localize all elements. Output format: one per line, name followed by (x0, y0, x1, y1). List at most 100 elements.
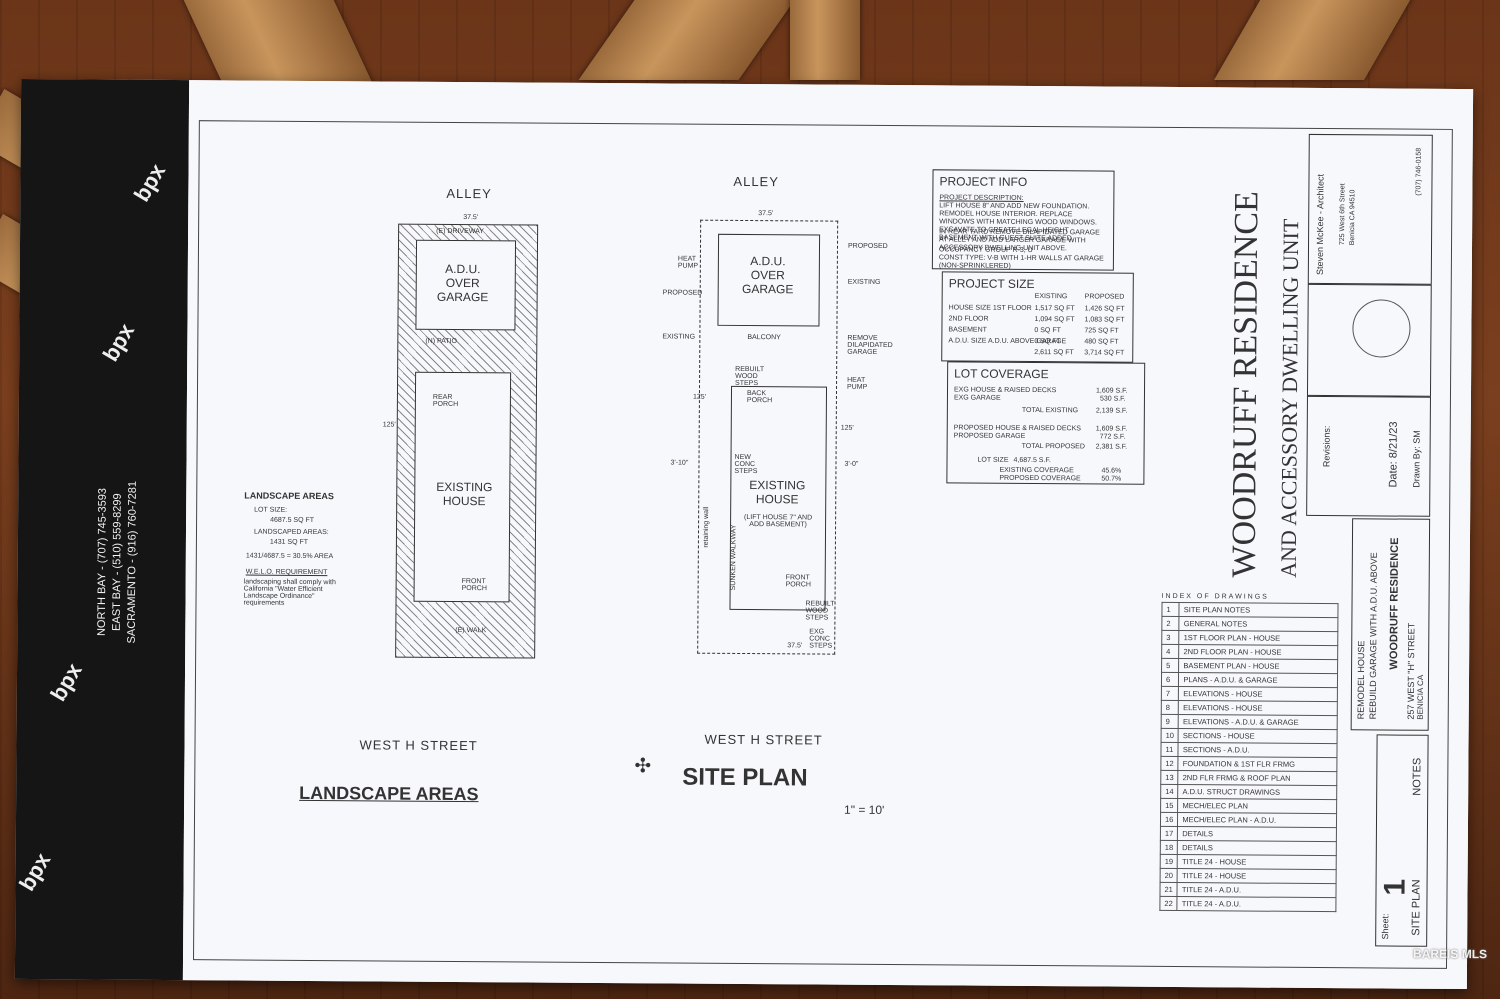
adu-label: A.D.U. OVER GARAGE (741, 254, 794, 297)
contact-sacramento: SACRAMENTO - (916) 760-7281 (125, 480, 139, 644)
driveway-label: (E) DRIVEWAY (436, 227, 484, 236)
index-title: TITLE 24 - A.D.U. (1177, 882, 1337, 898)
lot-coverage-box: LOT COVERAGE EXG HOUSE & RAISED DECKS 1,… (946, 361, 1146, 485)
remove-garage-label: REMOVE DILAPIDATED GARAGE (847, 334, 893, 356)
heat-pump-label: HEAT PUMP (847, 376, 868, 391)
retaining-wall-label: retaining wall (702, 506, 711, 548)
weld-title: W.E.L.O. REQUIREMENT (245, 568, 328, 577)
project-size-existing: 1,517 SQ FT (1034, 305, 1075, 313)
existing-label: EXISTING (847, 278, 881, 286)
proposed-label: PROPOSED (847, 242, 888, 250)
architect-seal-icon (1352, 299, 1411, 358)
index-number: 18 (1160, 840, 1178, 855)
index-number: 15 (1160, 798, 1179, 813)
project-description-label: PROJECT DESCRIPTION: (939, 194, 1024, 202)
project-size-proposed: 725 SQ FT (1084, 327, 1119, 335)
index-number: 7 (1161, 686, 1179, 701)
index-title: DETAILS (1177, 840, 1337, 856)
setback-right: 3'-0" (844, 460, 859, 468)
architect-city: Benicia CA 94510 (1349, 189, 1357, 246)
index-number: 14 (1160, 784, 1179, 799)
project-size-existing: 0 SQ FT (1034, 327, 1061, 335)
sheet-title-2: NOTES (1411, 757, 1424, 796)
project-size-box: PROJECT SIZE EXISTING PROPOSED HOUSE SIZ… (941, 271, 1134, 363)
index-number: 6 (1161, 672, 1179, 687)
scale-label: 1" = 10' (844, 802, 885, 817)
desc-line-1: REMODEL HOUSE (1355, 640, 1367, 720)
index-number: 16 (1160, 812, 1178, 827)
index-title: SECTIONS - A.D.U. (1178, 742, 1338, 758)
alley-label: ALLEY (446, 185, 492, 202)
project-size-existing: 2,611 SQ FT (1034, 349, 1074, 357)
drawn-by-label: Drawn By: SM (1411, 430, 1422, 488)
existing-coverage-value: 45.6% (1101, 467, 1122, 475)
project-title: WOODRUFF RESIDENCE (1225, 191, 1266, 578)
index-title: A.D.U. STRUCT DRAWINGS (1178, 784, 1338, 800)
street-label: WEST H STREET (704, 731, 823, 748)
depth-label: 125' (382, 421, 396, 429)
index-number: 1 (1161, 602, 1180, 617)
index-title: TITLE 24 - HOUSE (1177, 854, 1337, 870)
prop-house-value: 1,609 S.F. (1095, 425, 1128, 433)
rebuilt-steps-label: REBUILT WOOD STEPS (735, 365, 765, 388)
sheet-number: 1 (1378, 878, 1412, 896)
index-title: INDEX OF DRAWINGS (1161, 592, 1269, 601)
prop-garage-value: 772 S.F. (1099, 433, 1126, 441)
index-title: BASEMENT PLAN - HOUSE (1178, 658, 1338, 674)
project-size-proposed: 480 SQ FT (1084, 338, 1119, 346)
mls-watermark: BAREIS MLS (1413, 946, 1488, 962)
alley-label: ALLEY (733, 173, 779, 190)
proposed-label: PROPOSED (662, 289, 703, 297)
occupancy: OCCUPANCY GROUP R-3, U (938, 246, 1033, 255)
index-title: TITLE 24 - HOUSE (1177, 868, 1337, 884)
index-title: SECTIONS - HOUSE (1178, 728, 1338, 744)
index-number: 17 (1160, 826, 1178, 841)
index-number: 10 (1161, 728, 1179, 743)
lot-size-value: 4687.5 SQ FT (270, 516, 315, 524)
index-number: 9 (1161, 714, 1179, 729)
house-label: EXISTING HOUSE (749, 478, 806, 507)
depth-label: 125' (840, 424, 854, 432)
street-label: WEST H STREET (359, 737, 478, 754)
lot-width: 37.5' (758, 210, 774, 218)
index-number: 11 (1160, 742, 1179, 757)
ratio-value: 1431/4687.5 = 30.5% AREA (245, 552, 334, 561)
total-existing-label: TOTAL EXISTING (1021, 406, 1079, 415)
landscaped-value: 1431 SQ FT (269, 538, 309, 546)
exg-house-label: EXG HOUSE & RAISED DECKS (953, 386, 1057, 395)
house-label: EXISTING HOUSE (436, 479, 493, 509)
printer-logo: bpx (97, 319, 140, 366)
index-title: ELEVATIONS - HOUSE (1178, 686, 1338, 702)
index-title: PLANS - A.D.U. & GARAGE (1178, 672, 1338, 688)
front-porch-label: FRONT PORCH (785, 574, 811, 589)
index-number: 4 (1161, 644, 1180, 659)
total-proposed-value: 2,381 S.F. (1095, 443, 1128, 451)
architect-phone: (707) 746-0158 (1415, 147, 1423, 196)
setback-left: 3'-10" (670, 459, 689, 467)
prop-house-label: PROPOSED HOUSE & RAISED DECKS (953, 424, 1081, 433)
project-info-title: PROJECT INFO (939, 174, 1028, 189)
printer-logo: bpx (45, 658, 87, 706)
index-number: 20 (1160, 868, 1178, 883)
lot-coverage-title: LOT COVERAGE (954, 366, 1049, 382)
lot-size-label: LOT SIZE (977, 456, 1009, 464)
balcony-label: BALCONY (747, 334, 781, 342)
index-title: 2ND FLR FRMG & ROOF PLAN (1178, 770, 1338, 786)
exg-garage-value: 530 S.F. (1099, 395, 1126, 403)
